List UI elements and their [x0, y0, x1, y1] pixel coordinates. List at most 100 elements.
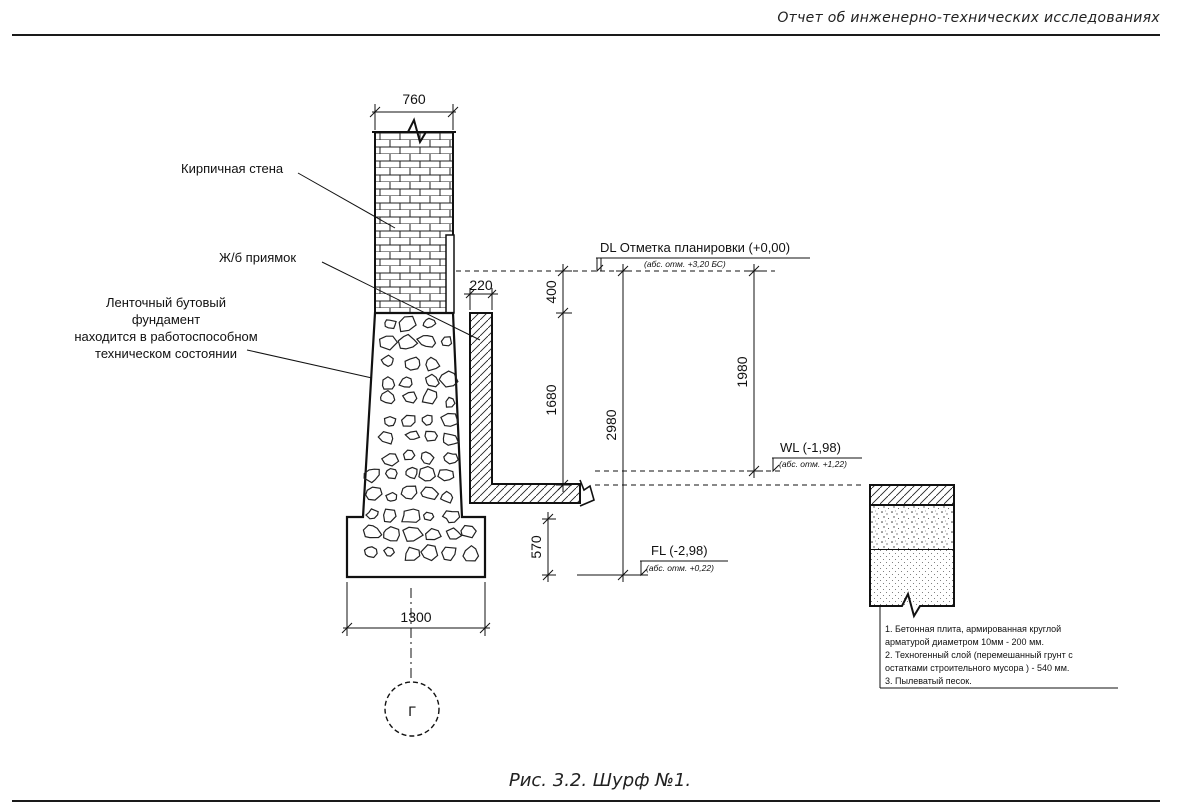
rubble-stone	[381, 376, 396, 390]
fl-abs-label: (абс. отм. +0,22)	[646, 563, 714, 573]
rubble-stone	[384, 319, 397, 330]
rubble-stone	[383, 526, 401, 542]
rubble-stone	[383, 415, 397, 427]
rubble-stone	[382, 508, 397, 523]
foundation-leader	[246, 349, 373, 379]
rubble-stone	[415, 334, 437, 348]
rubble-stone	[365, 486, 383, 501]
fl-label: FL (-2,98)	[651, 543, 708, 558]
wl-marker	[772, 457, 862, 473]
rubble-stone	[401, 391, 418, 404]
foundation-label: Ленточный бутовый фундамент находится в …	[74, 295, 257, 361]
rubble-stone	[363, 468, 380, 484]
dim-1300-label: 1300	[400, 609, 431, 625]
wl-label: WL (-1,98)	[780, 440, 841, 455]
legend-line: 2. Техногенный слой (перемешанный грунт …	[885, 650, 1073, 660]
dl-marker	[596, 257, 810, 273]
pit-label: Ж/б приямок	[219, 250, 296, 265]
rubble-stone	[377, 431, 394, 445]
rubble-stone	[401, 508, 421, 523]
rubble-stone	[422, 511, 435, 522]
rubble-stone	[404, 546, 421, 561]
dim-chain-left	[556, 264, 572, 492]
soil-legend: 1. Бетонная плита, армированная круглой …	[879, 606, 1118, 689]
rubble-stone	[440, 336, 453, 347]
rubble-stone	[442, 432, 460, 446]
dim-760	[369, 104, 459, 130]
rubble-stone	[379, 389, 396, 405]
rubble-stone	[437, 469, 455, 482]
header-rule	[12, 34, 1160, 36]
rubble-stone	[380, 354, 394, 368]
brick-wall-label: Кирпичная стена	[181, 161, 284, 176]
rubble-stone	[425, 356, 441, 372]
rubble-stone	[400, 485, 418, 500]
dim-1300	[341, 582, 491, 636]
dim-760-label: 760	[402, 91, 426, 107]
rubble-stone	[398, 376, 413, 388]
soil-column	[869, 484, 955, 619]
rubble-stone	[400, 414, 416, 427]
rc-pit	[469, 312, 595, 507]
rubble-stone	[385, 491, 398, 502]
rubble-stone	[378, 335, 399, 351]
rubble-stone	[383, 546, 396, 557]
rubble-stone	[424, 527, 442, 541]
legend-line: остатками строительного мусора ) - 540 м…	[885, 663, 1069, 673]
foundation-label-line: Ленточный бутовый	[106, 295, 226, 310]
dim-1680-label: 1680	[543, 384, 559, 415]
axis-marker-label: Г	[408, 703, 416, 719]
dim-2980-label: 2980	[603, 409, 619, 440]
wl-abs-label: (абс. отм. +1,22)	[779, 459, 847, 469]
rubble-stone	[441, 510, 461, 524]
rubble-stone	[424, 430, 439, 442]
dim-570	[542, 512, 556, 582]
dim-2980	[616, 264, 632, 582]
rubble-stone	[441, 546, 457, 562]
rubble-stone	[439, 490, 454, 504]
legend-line: 1. Бетонная плита, армированная круглой	[885, 624, 1061, 634]
rubble-stone	[362, 524, 383, 539]
rubble-stone	[363, 546, 378, 559]
dl-label: DL Отметка планировки (+0,00)	[600, 240, 790, 255]
rubble-stone	[443, 452, 459, 465]
legend-line: арматурой диаметром 10мм - 200 мм.	[885, 637, 1044, 647]
dim-220-label: 220	[469, 277, 493, 293]
dim-1980-label: 1980	[734, 356, 750, 387]
dim-400-label: 400	[543, 280, 559, 304]
dim-220	[464, 288, 498, 310]
wall-plate	[445, 234, 455, 314]
rubble-stone	[402, 526, 424, 542]
figure-caption: Рис. 3.2. Шурф №1.	[508, 770, 692, 791]
rubble-stone	[438, 370, 459, 388]
rubble-stone	[420, 486, 440, 501]
rubble-stone	[380, 453, 400, 467]
brick-wall-leader	[297, 172, 396, 229]
rubble-stone	[445, 396, 456, 408]
rubble-stone	[421, 388, 438, 405]
rubble-stone	[384, 467, 398, 480]
axis-marker: Г	[384, 681, 440, 737]
rubble-stone	[365, 508, 379, 520]
footer-rule	[12, 800, 1160, 802]
rubble-stone	[398, 315, 417, 333]
rubble-stone	[445, 527, 463, 540]
rubble-stone	[405, 466, 418, 480]
rubble-stone	[420, 451, 435, 465]
dim-570-label: 570	[528, 535, 544, 559]
rubble-stone	[404, 430, 421, 440]
dl-abs-label: (абс. отм. +3,20 БС)	[644, 259, 726, 269]
rubble-stone	[424, 373, 440, 388]
pit-leader	[321, 261, 481, 341]
brick-wall	[372, 117, 456, 314]
dim-1980	[747, 264, 763, 478]
rubble-stone	[402, 449, 416, 461]
header-title: Отчет об инженерно-технических исследова…	[777, 10, 1160, 26]
rubble-stone	[422, 317, 437, 329]
rubble-stone	[440, 412, 460, 427]
rubble-stone	[460, 524, 477, 539]
rubble-foundation	[345, 311, 487, 579]
rubble-stone	[404, 356, 421, 371]
foundation-label-line: находится в работоспособном	[74, 329, 257, 344]
